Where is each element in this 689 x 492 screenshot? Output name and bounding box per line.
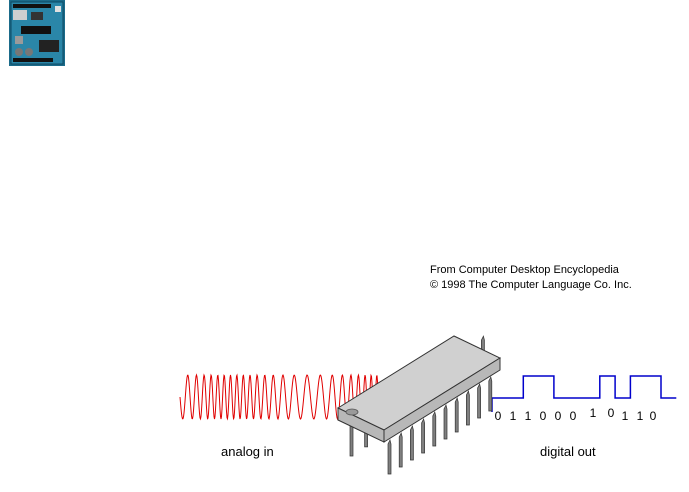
chip-notch [345, 408, 359, 416]
chip-pin [466, 389, 470, 426]
adc-chip [336, 335, 502, 443]
digital-waveform [491, 375, 677, 412]
chip-pin [387, 438, 392, 475]
credit-text: From Computer Desktop Encyclopedia © 199… [430, 263, 632, 293]
chip-pin [477, 382, 481, 419]
bit-label: 1 [637, 409, 644, 423]
bit-label: 0 [650, 409, 657, 423]
chip-pin [488, 375, 493, 412]
credit-line-2: © 1998 The Computer Language Co. Inc. [430, 279, 632, 291]
chip-pin [443, 403, 448, 440]
bit-label: 1 [525, 409, 532, 423]
bit-label: 0 [495, 409, 502, 423]
bit-label: 0 [555, 409, 562, 423]
bit-label: 0 [570, 409, 577, 423]
chip-pin [454, 396, 459, 433]
analog-in-label: analog in [221, 444, 274, 459]
chip-side-face [337, 407, 385, 443]
bit-label: 0 [540, 409, 547, 423]
bit-label: 1 [622, 409, 629, 423]
bit-label: 1 [510, 409, 517, 423]
digital-out-label: digital out [540, 444, 596, 459]
bit-label: 1 [590, 406, 597, 420]
bit-label: 0 [608, 406, 615, 420]
chip-pin [410, 424, 414, 461]
chip-pin [432, 410, 437, 447]
chip-pin [421, 417, 425, 454]
arduino-board-icon [9, 0, 65, 66]
analog-waveform [179, 373, 379, 421]
chip-pins-front [387, 375, 493, 475]
credit-line-1: From Computer Desktop Encyclopedia [430, 264, 619, 276]
chip-pin [398, 431, 403, 468]
